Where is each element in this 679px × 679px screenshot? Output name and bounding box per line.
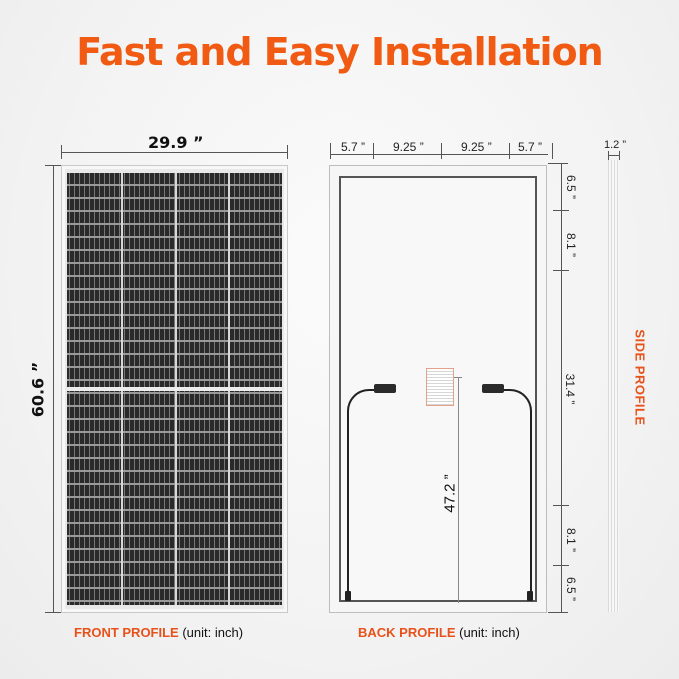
front-panel bbox=[61, 165, 288, 613]
back-dim-tick bbox=[441, 143, 442, 159]
back-top-dim-3: 9.25 ” bbox=[461, 140, 492, 154]
front-height-tick-bottom bbox=[45, 612, 61, 613]
back-top-dim-4: 5.7 ” bbox=[518, 140, 543, 154]
spec-label-sticker bbox=[426, 368, 454, 406]
back-height-dimension-line bbox=[561, 163, 562, 613]
side-profile-frame bbox=[608, 160, 619, 612]
front-width-dimension-line bbox=[61, 152, 288, 153]
back-dim-tick bbox=[373, 143, 374, 159]
front-caption-unit: (unit: inch) bbox=[182, 625, 244, 640]
back-dim-tick bbox=[509, 143, 510, 159]
front-profile-caption: FRONT PROFILE (unit: inch) bbox=[74, 625, 243, 640]
back-caption-unit: (unit: inch) bbox=[459, 625, 520, 640]
back-profile-caption: BACK PROFILE (unit: inch) bbox=[358, 625, 520, 640]
cable-length-tick bbox=[454, 377, 462, 378]
front-caption-title: FRONT PROFILE bbox=[74, 625, 179, 640]
front-width-tick-left bbox=[61, 145, 62, 159]
back-width-dimension-line bbox=[330, 154, 548, 155]
front-height-dimension-line bbox=[53, 165, 54, 613]
front-width-tick-right bbox=[287, 145, 288, 159]
back-right-dim-2: 8.1 ” bbox=[564, 232, 578, 257]
back-height-tick bbox=[553, 270, 569, 271]
side-thickness-label: 1.2 ” bbox=[604, 139, 627, 151]
page-title: Fast and Easy Installation bbox=[76, 30, 603, 74]
back-height-tick bbox=[553, 565, 569, 566]
cable-right bbox=[500, 389, 532, 601]
back-height-tick bbox=[553, 505, 569, 506]
back-height-tick bbox=[553, 210, 569, 211]
front-height-label: 60.6 ” bbox=[28, 361, 48, 418]
cable-length-line bbox=[458, 377, 459, 603]
back-panel bbox=[329, 165, 547, 613]
back-dim-tick bbox=[552, 143, 553, 159]
cable-end-left bbox=[345, 591, 351, 601]
side-thickness-tick bbox=[608, 151, 609, 160]
side-profile-label: SIDE PROFILE bbox=[632, 329, 648, 426]
cable-left bbox=[347, 389, 379, 601]
cable-end-right bbox=[527, 591, 533, 601]
mc4-connector-left bbox=[374, 384, 396, 393]
side-thickness-tick bbox=[619, 151, 620, 160]
back-right-dim-4: 8.1 ” bbox=[564, 527, 578, 552]
front-width-label: 29.9 ” bbox=[148, 133, 204, 152]
back-right-dim-5: 6.5 ” bbox=[564, 576, 578, 601]
back-right-dim-1: 6.5 ” bbox=[564, 174, 578, 199]
back-top-dim-2: 9.25 ” bbox=[393, 140, 424, 154]
back-dim-tick bbox=[330, 143, 331, 159]
cell-half-divider bbox=[67, 387, 282, 391]
back-height-tick bbox=[548, 612, 568, 613]
back-right-dim-3: 31.4 ” bbox=[563, 373, 577, 405]
back-caption-title: BACK PROFILE bbox=[358, 625, 456, 640]
front-height-tick-top bbox=[45, 165, 61, 166]
back-top-dim-1: 5.7 ” bbox=[341, 140, 366, 154]
side-thickness-line bbox=[608, 155, 620, 156]
back-height-tick bbox=[548, 163, 568, 164]
mc4-connector-right bbox=[482, 384, 504, 393]
cable-length-label: 47.2 ” bbox=[441, 474, 459, 513]
solar-cells bbox=[67, 173, 282, 605]
